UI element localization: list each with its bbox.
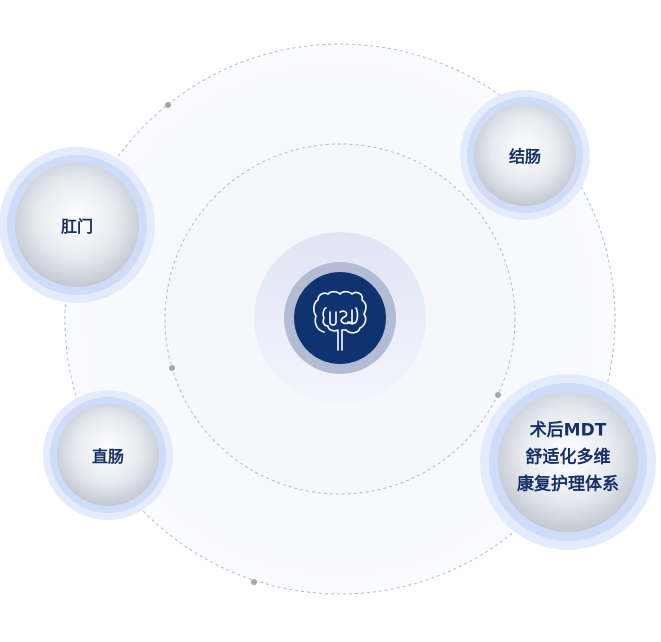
- node-anus-label: 肛门: [60, 217, 94, 236]
- node-anus-circle: [0, 147, 155, 303]
- node-colon-label: 结肠: [508, 147, 542, 166]
- node-mdt-label: 术后MDT 舒适化多维 康复护理体系: [517, 418, 619, 499]
- mdt-line-2: 舒适化多维: [525, 447, 611, 468]
- orbit-dot: [169, 365, 175, 371]
- orbit-dot: [165, 102, 171, 108]
- node-mdt-circle: [480, 374, 656, 550]
- orbit-dot: [495, 392, 501, 398]
- node-rectum-label: 直肠: [91, 447, 125, 466]
- orbit-dot: [251, 579, 257, 585]
- mdt-line-3: 康复护理体系: [517, 474, 619, 495]
- intestine-icon: [313, 290, 367, 351]
- node-colon-circle: [460, 90, 590, 220]
- center-disc: [294, 272, 386, 364]
- mdt-line-1: 术后MDT: [529, 420, 607, 441]
- node-rectum-circle: [43, 390, 173, 520]
